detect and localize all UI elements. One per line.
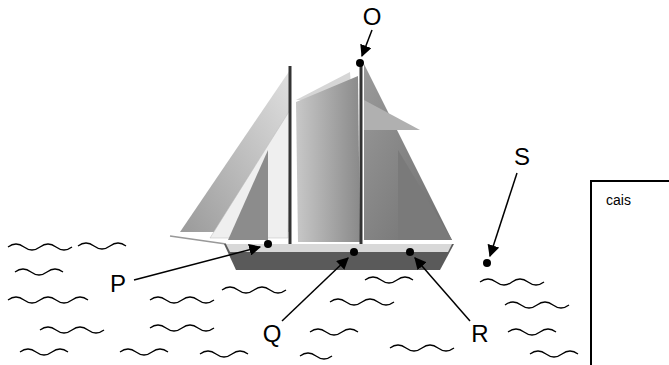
point-label: S [514, 145, 530, 169]
sails [180, 64, 452, 242]
hull [170, 236, 454, 270]
pier-outline: cais [590, 180, 669, 365]
leader-arrows [134, 30, 517, 321]
point-label: Q [263, 322, 282, 346]
point-label: O [363, 5, 382, 29]
point-label: P [110, 272, 126, 296]
pier-label: cais [592, 182, 669, 208]
point-label: R [471, 322, 488, 346]
water-waves [8, 243, 578, 359]
marked-points [264, 59, 491, 267]
masts [290, 62, 361, 254]
